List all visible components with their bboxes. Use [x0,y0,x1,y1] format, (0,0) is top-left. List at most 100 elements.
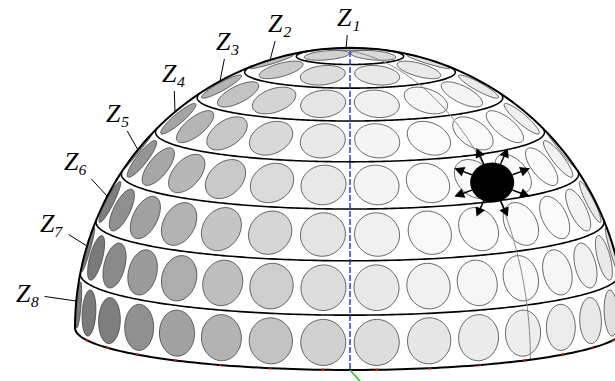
dome-surface [75,48,615,370]
ray-arrow [499,201,508,217]
ray-arrow [476,201,485,217]
base-mark [174,359,177,362]
zone-cell [407,263,450,309]
zone-label: Z₇ [38,210,66,238]
zone-cell [88,236,105,281]
leader-line [91,179,107,196]
zone-cell [354,319,399,365]
zone-cell [301,90,346,117]
zone-cell [250,263,293,309]
ray-head [499,148,508,158]
zone-cell [453,117,493,150]
zone-cell [457,260,497,305]
ray-head [476,148,485,158]
zone-cell [459,315,499,361]
leader-line [127,131,138,150]
zone-cell [543,250,573,295]
zone-cell [406,163,449,202]
base-mark [612,339,615,342]
zone-cell [252,87,295,114]
zone-cell [99,298,121,344]
base-mark [322,368,325,371]
zone-cell [125,304,154,350]
ray-arrow [512,167,530,176]
zone-cell [300,124,345,158]
zone-cell [580,298,602,344]
zone-cell [503,256,538,301]
zone-cell [161,256,196,301]
zone-cell [574,243,597,288]
leader-line [69,234,88,246]
ray-arrow [512,189,530,198]
zone-cell [354,90,399,117]
base-mark [523,359,526,362]
zone-label: Z₄ [160,60,188,88]
zone-cell [201,315,241,361]
axis-stub [350,370,360,381]
leader-line [174,91,176,112]
zone-cell [130,196,160,238]
zone-cell [161,203,196,246]
zone-cell [355,65,400,85]
ray-arrow [499,148,508,164]
base-mark [561,353,564,356]
base-mark [86,339,89,342]
zone-cell [407,121,450,155]
zone-label: Z₈ [14,280,42,308]
zone-cell [546,304,575,350]
ray-head [454,189,465,198]
leader-line [220,59,224,81]
zone-boundary [80,273,615,315]
zone-cell [351,50,396,60]
zone-cell [103,243,126,288]
front-meridian [349,51,350,370]
zone-cell [408,211,451,254]
zone-cell [459,75,499,98]
zone-cell [159,310,194,356]
zone-cell [604,290,615,336]
zone-cell [82,290,96,336]
leader-line [346,35,347,49]
zone-cell [540,196,570,238]
zone-cell [354,265,399,311]
dome-outline [75,48,615,370]
base-mark [478,364,481,367]
zone-cell [201,208,241,251]
leader-line [45,296,77,301]
zone-cell [506,310,541,356]
zone-label: Z₆ [62,148,90,176]
zone-cell [249,318,292,364]
zone-cell [300,65,345,85]
base-mark [429,367,432,370]
base-mark [269,367,272,370]
zone-label: Z₃ [214,28,242,56]
ray-head [454,167,465,176]
sun-meridian [350,51,530,360]
zone-cell [301,265,346,311]
ray-head [519,189,530,198]
ray-head [499,206,508,216]
zone-cell [249,211,292,254]
zone-label: Z₁ [335,4,363,32]
base-mark [136,353,139,356]
zone-cell [355,124,400,158]
ray-arrow [454,189,472,198]
zone-cell [300,213,345,256]
zone-cell [304,50,349,60]
zone-cell [207,117,247,150]
zone-boundaries [80,50,615,315]
zone-cell [355,213,400,256]
zone-cell [203,260,243,305]
zone-cell [205,160,245,199]
base-mark [106,346,109,349]
zone-label: Z₂ [266,10,294,38]
zone-cell [169,154,205,192]
leader-line [270,41,275,60]
ray-arrow [454,167,472,176]
ray-head [476,206,485,216]
zone-cell [301,165,346,205]
zone-cell [404,87,447,114]
zone-cells [75,48,615,365]
ray-head [519,167,530,176]
